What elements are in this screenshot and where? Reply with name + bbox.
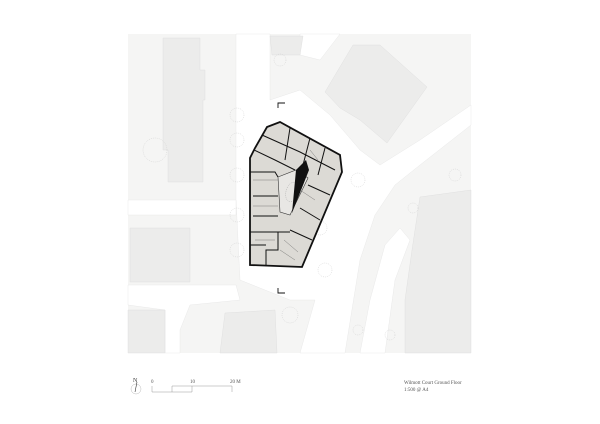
- drawing-title: Wilmott Court Ground Floor: [404, 381, 462, 386]
- context-building-southwest-corner: [127, 309, 166, 354]
- section-marker-south: [277, 288, 285, 294]
- north-label: N: [133, 378, 138, 384]
- context-building-south: [219, 309, 278, 354]
- north-arrow-icon: [134, 381, 138, 393]
- context-building-north: [269, 35, 304, 56]
- context-building-east: [404, 189, 472, 354]
- courtyard-wall: [292, 160, 309, 213]
- scale-bar: [151, 385, 233, 393]
- partition-walls: [253, 149, 319, 261]
- roads: [127, 33, 472, 354]
- section-markers: [277, 102, 285, 294]
- context-building-northeast: [324, 44, 428, 144]
- north-arrow: [130, 381, 142, 395]
- context-building-west: [162, 37, 206, 183]
- scale-tick-0: 0: [151, 380, 154, 385]
- context-buildings: [127, 35, 472, 354]
- scale-tick-10: 10: [190, 380, 195, 385]
- internal-walls: [250, 127, 336, 265]
- section-marker-north: [277, 102, 285, 108]
- scale-tick-20: 20 M: [230, 380, 241, 385]
- drawing-scale: 1:500 @ A4: [404, 388, 429, 393]
- context-building-southwest: [129, 227, 191, 283]
